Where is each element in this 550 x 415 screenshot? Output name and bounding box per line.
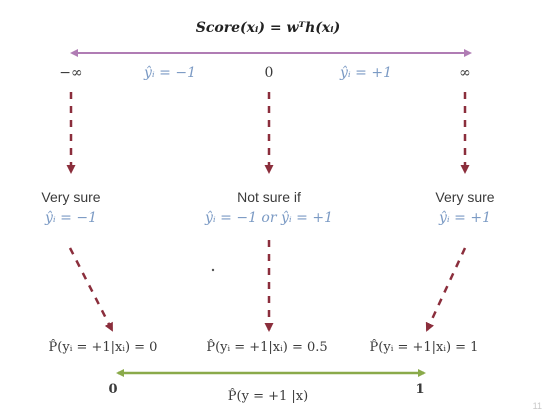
probability-right-label: P̂(yᵢ = +1|xᵢ) = 1 [369,340,479,355]
slide-number: 11 [532,401,542,411]
probability-axis-label-zero: 0 [108,382,118,397]
dashed-arrow-left-diagonal [68,247,114,332]
case-right-prediction: ŷᵢ = +1 [439,210,491,226]
region-label-negative: ŷᵢ = −1 [144,65,196,81]
score-formula-title: Score(xᵢ) = wᵀh(xᵢ) [195,20,341,36]
probability-axis-title: P̂(y = +1 |x) [227,389,309,404]
dashed-arrow-right-diagonal [425,247,467,332]
region-label-positive: ŷᵢ = +1 [340,65,392,81]
case-center-heading: Not sure if [237,189,301,205]
score-axis-label-zero: 0 [264,65,274,81]
score-axis-label-pos-infinity: ∞ [459,65,471,81]
score-axis-label-neg-infinity: −∞ [59,65,83,81]
probability-left-label: P̂(yᵢ = +1|xᵢ) = 0 [48,340,158,355]
stray-dot [211,268,215,272]
case-center-prediction: ŷᵢ = −1 or ŷᵢ = +1 [204,210,334,226]
probability-axis-label-one: 1 [415,382,425,397]
probability-center-label: P̂(yᵢ = +1|xᵢ) = 0.5 [206,340,328,355]
case-left-prediction: ŷᵢ = −1 [45,210,97,226]
case-right-heading: Very sure [435,189,495,205]
case-left-heading: Very sure [41,189,101,205]
